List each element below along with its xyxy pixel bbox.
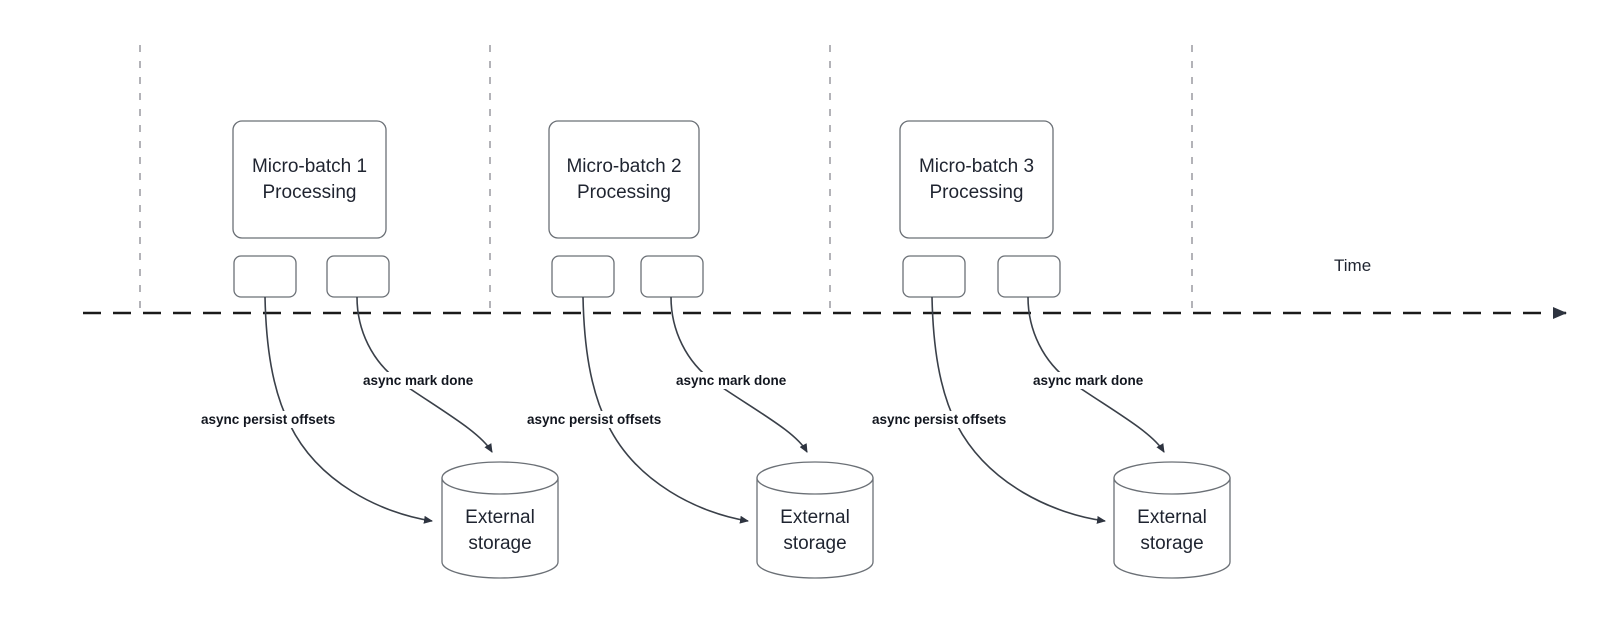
micro-batch-2-box[interactable] xyxy=(548,120,700,239)
cylinder-body-1 xyxy=(441,477,559,579)
cylinder-top-2 xyxy=(756,461,874,495)
cylinder-body-3 xyxy=(1113,477,1231,579)
arrow-persist-offsets-3 xyxy=(931,296,1106,524)
edge-label-async-mark-done-1: async mark done xyxy=(360,372,477,389)
boundary-lines xyxy=(139,45,1193,315)
external-storage-1[interactable] xyxy=(441,461,559,579)
task-box-1b[interactable] xyxy=(326,255,390,298)
micro-batch-1-box[interactable] xyxy=(232,120,387,239)
edge-label-async-persist-offsets-2: async persist offsets xyxy=(524,411,665,428)
arrow-persist-offsets-1 xyxy=(264,296,433,524)
micro-batch-3-box[interactable] xyxy=(899,120,1054,239)
group-1-shapes xyxy=(232,120,559,579)
task-box-2a[interactable] xyxy=(551,255,615,298)
group-2-shapes xyxy=(548,120,874,579)
external-storage-3[interactable] xyxy=(1113,461,1231,579)
edge-label-async-mark-done-3: async mark done xyxy=(1030,372,1147,389)
cylinder-top-3 xyxy=(1113,461,1231,495)
task-box-3a[interactable] xyxy=(902,255,966,298)
task-box-1a[interactable] xyxy=(233,255,297,298)
edge-label-async-persist-offsets-1: async persist offsets xyxy=(198,411,339,428)
external-storage-2[interactable] xyxy=(756,461,874,579)
edge-label-async-persist-offsets-3: async persist offsets xyxy=(869,411,1010,428)
task-box-2b[interactable] xyxy=(640,255,704,298)
arrow-persist-offsets-2 xyxy=(582,296,749,524)
cylinder-top-1 xyxy=(441,461,559,495)
task-box-3b[interactable] xyxy=(997,255,1061,298)
time-axis-label: Time xyxy=(1334,256,1372,275)
edge-label-async-mark-done-2: async mark done xyxy=(673,372,790,389)
group-3-shapes xyxy=(899,120,1231,579)
cylinder-body-2 xyxy=(756,477,874,579)
